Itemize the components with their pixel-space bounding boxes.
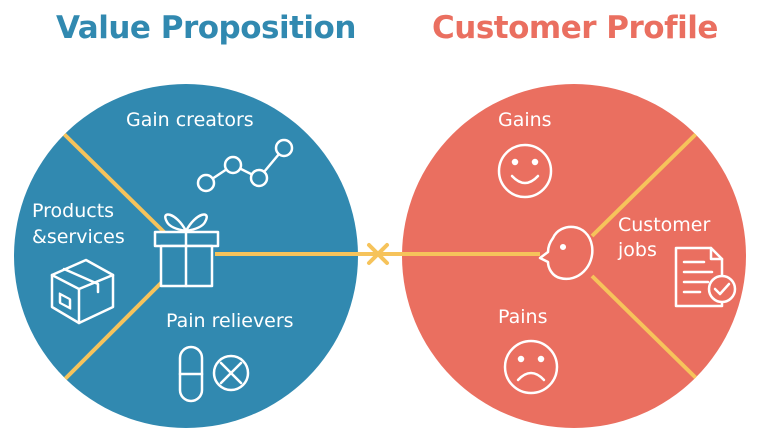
pills-icon — [178, 345, 250, 403]
face-profile-icon — [538, 225, 594, 281]
sad-face-icon — [503, 339, 559, 395]
products-services-label-line1: Products — [32, 200, 114, 222]
products-services-label-line2: &services — [32, 226, 125, 248]
gift-icon — [153, 213, 220, 288]
value-proposition-title: Value Proposition — [56, 10, 356, 46]
customer-profile-dividers — [402, 132, 698, 380]
pain-relievers-label: Pain relievers — [166, 310, 294, 332]
cross-link-icon — [367, 243, 389, 265]
pains-label: Pains — [498, 306, 547, 328]
customer-jobs-label-line2: jobs — [617, 239, 657, 261]
gain-creators-label: Gain creators — [126, 109, 254, 131]
box-icon — [50, 258, 115, 325]
gains-label: Gains — [498, 109, 552, 131]
document-check-icon — [674, 246, 737, 308]
value-proposition-dividers — [62, 132, 358, 382]
smiley-icon — [497, 143, 553, 199]
customer-jobs-label-line1: Customer — [618, 214, 710, 236]
line-chart-icon — [196, 138, 294, 193]
customer-profile-title: Customer Profile — [432, 10, 718, 46]
